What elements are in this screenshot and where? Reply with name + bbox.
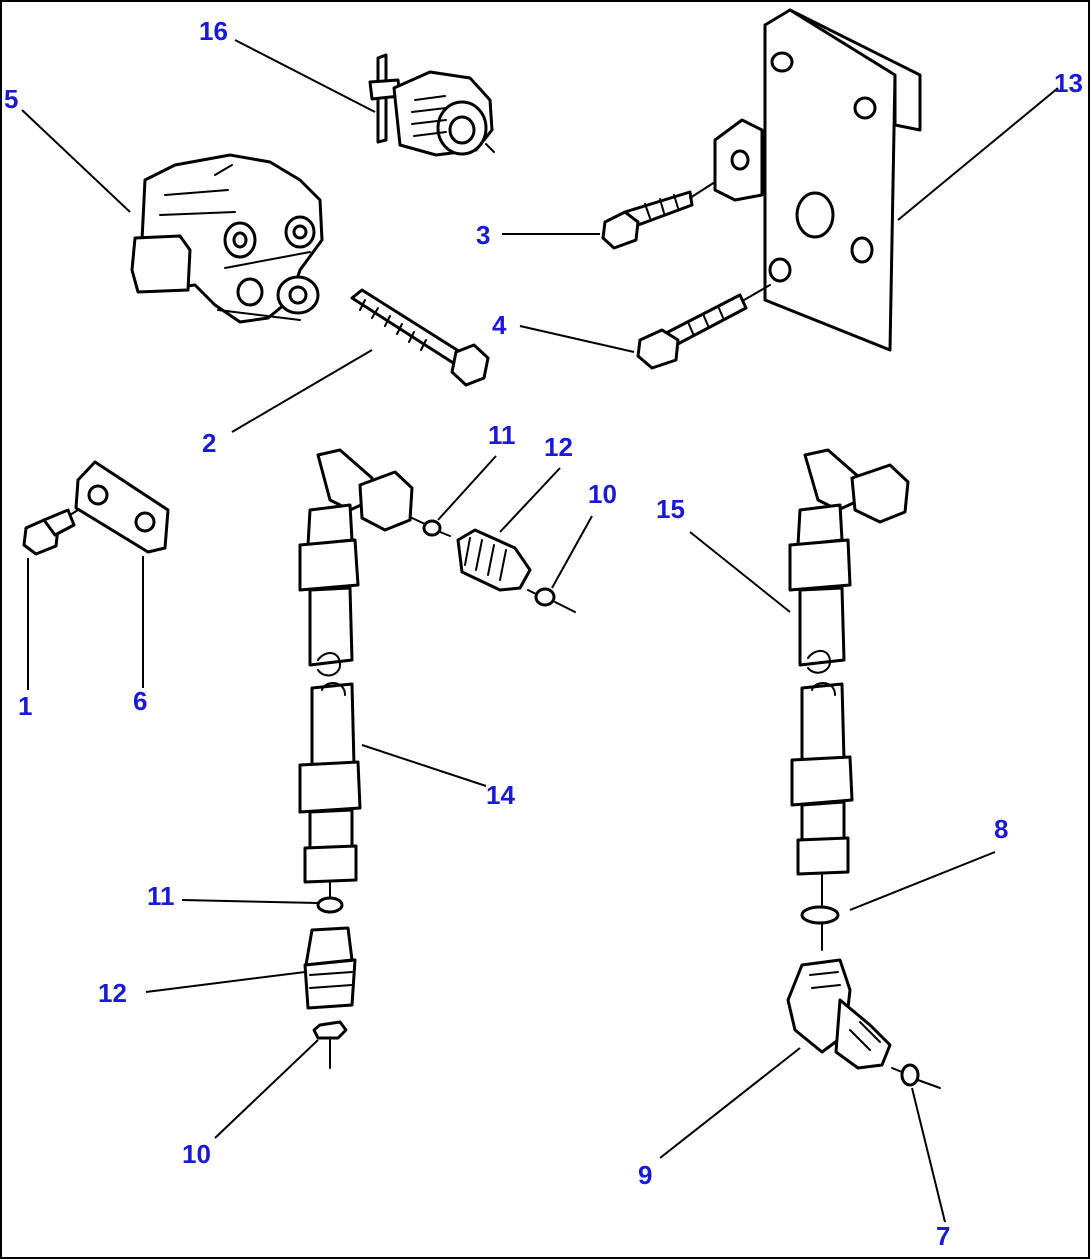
leader-11-top bbox=[437, 455, 497, 521]
callout-6: 6 bbox=[133, 686, 147, 716]
callout-1: 1 bbox=[18, 691, 32, 721]
part-15-hose bbox=[788, 448, 910, 876]
part-4-bolt bbox=[636, 284, 771, 370]
callout-16: 16 bbox=[199, 16, 228, 46]
part-12-fitting-top bbox=[456, 528, 532, 592]
callout-11-top: 11 bbox=[488, 420, 516, 450]
part-8-oring bbox=[800, 874, 840, 951]
callout-13: 13 bbox=[1054, 68, 1083, 98]
leader-4 bbox=[519, 325, 635, 353]
part-10-oring-top bbox=[527, 587, 576, 613]
part-9-elbow bbox=[786, 958, 892, 1070]
leader-10-bottom bbox=[214, 1039, 319, 1139]
leader-2 bbox=[231, 349, 373, 433]
leader-7 bbox=[911, 1087, 946, 1223]
leader-5 bbox=[21, 109, 131, 213]
part-14-hose bbox=[298, 448, 414, 884]
callout-9: 9 bbox=[638, 1160, 652, 1190]
part-2-bolt bbox=[350, 288, 490, 387]
callout-11-bottom: 11 bbox=[147, 881, 175, 911]
part-13-bracket bbox=[713, 8, 922, 352]
callout-14: 14 bbox=[486, 780, 515, 810]
leader-9 bbox=[659, 1047, 801, 1159]
callout-numbers: 16 5 13 3 4 2 11 12 10 15 1 6 14 8 11 12… bbox=[4, 16, 1083, 1251]
callout-15: 15 bbox=[656, 494, 685, 524]
leader-12-bottom bbox=[145, 971, 306, 993]
callout-10-bottom: 10 bbox=[182, 1139, 211, 1169]
part-5-valve bbox=[130, 153, 324, 324]
leader-16 bbox=[234, 39, 376, 113]
part-6-plate bbox=[69, 460, 170, 554]
part-1-bolt bbox=[22, 508, 76, 556]
leader-13 bbox=[897, 87, 1059, 221]
callout-3: 3 bbox=[476, 220, 490, 250]
part-16-switch bbox=[368, 53, 495, 157]
callout-10-top: 10 bbox=[588, 479, 617, 509]
callout-7: 7 bbox=[936, 1221, 950, 1251]
callout-4: 4 bbox=[492, 310, 507, 340]
part-11-oring-top bbox=[411, 517, 451, 537]
leader-12-top bbox=[499, 467, 561, 533]
part-11-oring-bottom bbox=[316, 881, 344, 914]
leader-14 bbox=[361, 744, 487, 787]
leader-15 bbox=[689, 531, 791, 613]
part-3-bolt bbox=[601, 181, 716, 250]
callout-12-top: 12 bbox=[544, 432, 573, 462]
leader-8 bbox=[849, 851, 996, 911]
part-7-oring bbox=[891, 1063, 941, 1089]
part-10-oring-bottom bbox=[312, 1020, 348, 1069]
callout-2: 2 bbox=[202, 428, 216, 458]
leader-10-top bbox=[551, 515, 593, 589]
callout-12-bottom: 12 bbox=[98, 978, 127, 1008]
part-12-fitting-bottom bbox=[303, 926, 357, 1010]
callout-5: 5 bbox=[4, 84, 18, 114]
callout-8: 8 bbox=[994, 814, 1008, 844]
leader-lines bbox=[21, 39, 1059, 1223]
leader-11-bottom bbox=[181, 899, 319, 904]
